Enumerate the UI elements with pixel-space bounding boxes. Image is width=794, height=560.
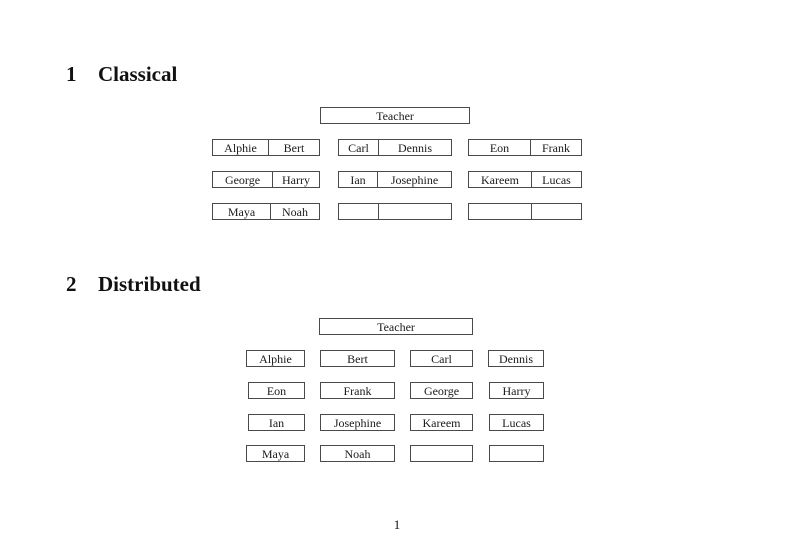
section-number: 1 bbox=[66, 62, 77, 86]
desk-empty bbox=[489, 445, 544, 462]
desk-empty bbox=[338, 203, 452, 220]
seat: Alphie bbox=[213, 140, 269, 155]
desk: Alphie Bert bbox=[212, 139, 320, 156]
desk: Kareem Lucas bbox=[468, 171, 582, 188]
desk: Alphie bbox=[246, 350, 305, 367]
desk: Carl Dennis bbox=[338, 139, 452, 156]
desk: George bbox=[410, 382, 473, 399]
seat: Carl bbox=[339, 140, 379, 155]
seat: Lucas bbox=[542, 172, 571, 187]
seat: Maya bbox=[213, 204, 271, 219]
seat: George bbox=[213, 172, 273, 187]
desk: Maya bbox=[246, 445, 305, 462]
seat: Josephine bbox=[390, 172, 439, 187]
section-title: Classical bbox=[98, 62, 178, 86]
seat: Dennis bbox=[398, 140, 432, 155]
seat: Kareem bbox=[469, 172, 532, 187]
desk: Carl bbox=[410, 350, 473, 367]
seat: Harry bbox=[282, 172, 310, 187]
page-number: 1 bbox=[393, 517, 401, 532]
seat: Bert bbox=[283, 140, 305, 155]
seat bbox=[379, 204, 451, 219]
desk: Kareem bbox=[410, 414, 473, 431]
desk: Lucas bbox=[489, 414, 544, 431]
desk: Dennis bbox=[488, 350, 544, 367]
section-heading-distributed: 2 Distributed bbox=[66, 274, 201, 295]
seat bbox=[339, 204, 379, 219]
desk: Bert bbox=[320, 350, 395, 367]
desk: Noah bbox=[320, 445, 395, 462]
desk: Eon Frank bbox=[468, 139, 582, 156]
seat bbox=[532, 204, 581, 219]
desk: Frank bbox=[320, 382, 395, 399]
desk: George Harry bbox=[212, 171, 320, 188]
seat bbox=[469, 204, 532, 219]
desk: Josephine bbox=[320, 414, 395, 431]
desk-empty bbox=[410, 445, 473, 462]
seat: Noah bbox=[282, 204, 308, 219]
seat: Frank bbox=[542, 140, 570, 155]
seat: Ian bbox=[339, 172, 378, 187]
desk-empty bbox=[468, 203, 582, 220]
teacher-box: Teacher bbox=[320, 107, 470, 124]
section-heading-classical: 1 Classical bbox=[66, 64, 177, 85]
desk: Eon bbox=[248, 382, 305, 399]
seat: Eon bbox=[469, 140, 531, 155]
desk: Ian Josephine bbox=[338, 171, 452, 188]
desk: Ian bbox=[248, 414, 305, 431]
teacher-box: Teacher bbox=[319, 318, 473, 335]
desk: Maya Noah bbox=[212, 203, 320, 220]
section-number: 2 bbox=[66, 272, 77, 296]
section-title: Distributed bbox=[98, 272, 201, 296]
desk: Harry bbox=[489, 382, 544, 399]
